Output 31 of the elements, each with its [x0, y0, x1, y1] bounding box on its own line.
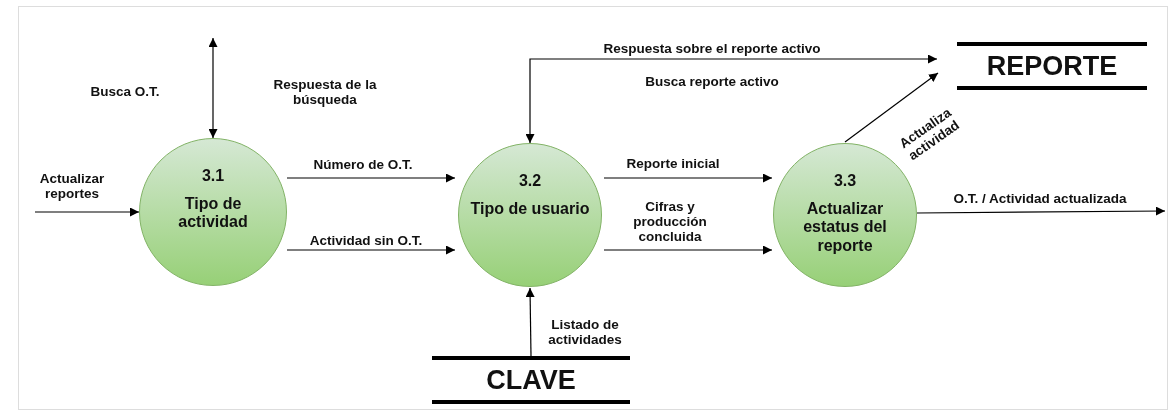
process-number: 3.1: [201, 167, 225, 185]
edge-label: Número de O.T.: [312, 158, 414, 173]
arrow: [208, 37, 218, 139]
flow-label: Busca reporte activo: [644, 75, 780, 90]
arrow: [34, 207, 140, 217]
edge-label: Actualizar reportes: [38, 172, 106, 202]
edge-label: Busca O.T.: [89, 85, 161, 100]
store-name: REPORTE: [986, 52, 1118, 80]
edge-label: Respuesta sobre el reporte activo: [602, 42, 822, 57]
arrow: [525, 287, 535, 357]
process-name: Actualizar estatus del reporte: [802, 200, 888, 256]
arrow: [844, 72, 939, 143]
edge-label: Listado de actividades: [547, 318, 623, 348]
data-store: [432, 356, 630, 404]
process-name: Tipo de usuario: [469, 200, 591, 219]
arrow: [603, 245, 773, 255]
edge-label: Actividad sin O.T.: [308, 234, 424, 249]
flow-label: Respuesta de la búsqueda: [272, 78, 378, 108]
arrow: [916, 206, 1166, 216]
arrow: [525, 54, 938, 144]
edge-label: Reporte inicial: [625, 157, 721, 172]
arrow: [286, 245, 456, 255]
arrow: [603, 173, 773, 183]
process-number: 3.3: [833, 172, 857, 190]
edge-label: Cifras y producción concluida: [632, 200, 708, 245]
data-store: [957, 42, 1147, 90]
store-name: CLAVE: [486, 366, 576, 394]
edge-label: O.T. / Actividad actualizada: [952, 192, 1128, 207]
process-number: 3.2: [518, 172, 542, 190]
arrow: [286, 173, 456, 183]
process-name: Tipo de actividad: [177, 195, 249, 232]
